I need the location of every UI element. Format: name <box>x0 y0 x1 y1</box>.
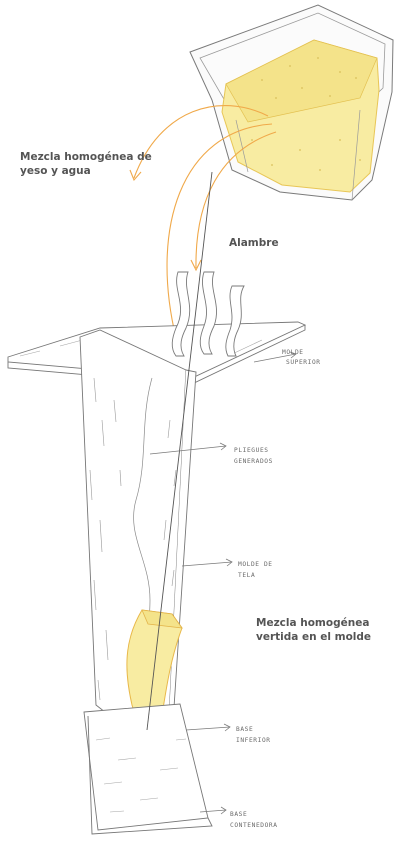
label-alambre-text: Alambre <box>229 236 279 250</box>
svg-text:MOLDE: MOLDE <box>282 349 304 356</box>
label-mezcla-bottom-line2: vertida en el molde <box>256 630 371 644</box>
base-plate-inner <box>84 704 208 830</box>
svg-text:GENERADOS: GENERADOS <box>234 458 273 465</box>
svg-text:TELA: TELA <box>238 572 255 579</box>
label-mezcla-top-line1: Mezcla homogénea de <box>20 150 152 164</box>
label-mezcla-vertida: Mezcla homogénea vertida en el molde <box>256 616 371 644</box>
handwritten-base-contenedora: BASE CONTENEDORA <box>230 811 278 829</box>
svg-text:SUPERIOR: SUPERIOR <box>286 359 321 366</box>
label-mezcla-bottom-line1: Mezcla homogénea <box>256 616 371 630</box>
handwritten-pliegues: PLIEGUES GENERADOS <box>234 447 273 465</box>
handwritten-base-inferior: BASE INFERIOR <box>236 726 271 744</box>
label-alambre: Alambre <box>229 236 279 250</box>
svg-text:MOLDE DE: MOLDE DE <box>238 561 273 568</box>
svg-text:PLIEGUES: PLIEGUES <box>234 447 269 454</box>
label-mezcla-top-line2: yeso y agua <box>20 164 152 178</box>
label-mezcla-yeso-agua: Mezcla homogénea de yeso y agua <box>20 150 152 178</box>
svg-text:BASE: BASE <box>236 726 253 733</box>
handwritten-molde-superior: MOLDE SUPERIOR <box>282 349 321 366</box>
svg-text:CONTENEDORA: CONTENEDORA <box>230 822 278 829</box>
plaster-container <box>190 5 393 200</box>
handwritten-molde-tela: MOLDE DE TELA <box>238 561 273 579</box>
svg-text:BASE: BASE <box>230 811 247 818</box>
svg-text:INFERIOR: INFERIOR <box>236 737 271 744</box>
